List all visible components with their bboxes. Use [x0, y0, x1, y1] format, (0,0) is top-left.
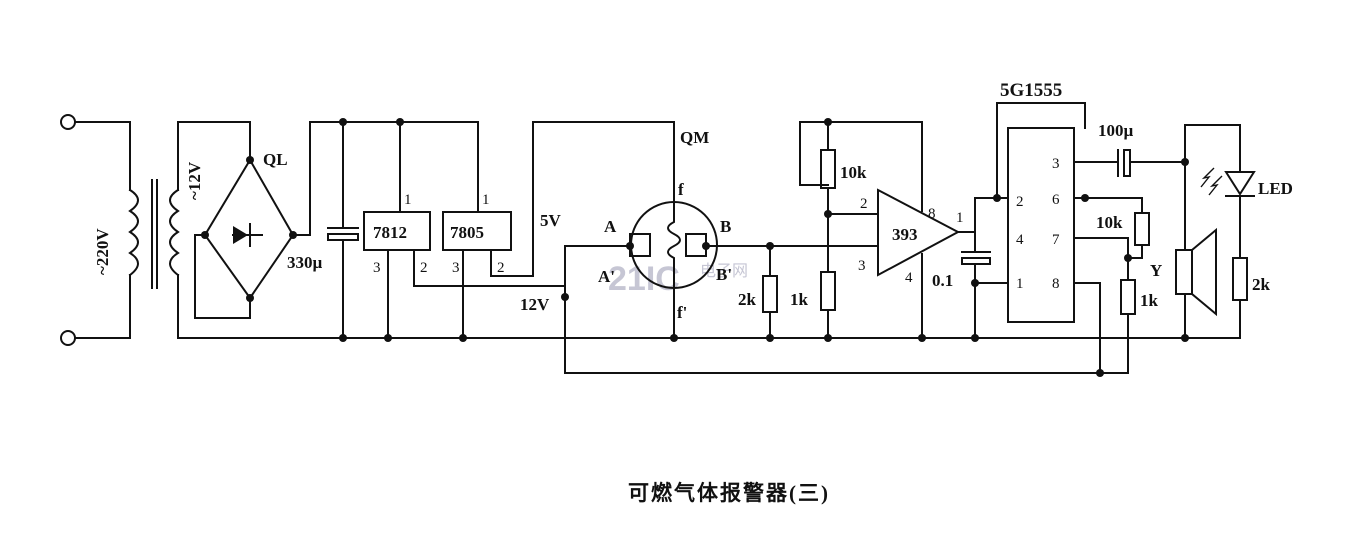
timer-pin-7: 7 — [1052, 232, 1060, 248]
sensor-f: f — [678, 180, 684, 199]
timer-555: 5G1555 2 4 1 3 6 7 8 100µ 10k 1k — [957, 80, 1186, 374]
timer-pin-3: 3 — [1052, 156, 1060, 172]
reg2-pin-out: 2 — [497, 260, 505, 276]
regulator-7812: 7812 1 3 2 — [363, 121, 566, 339]
sensor-b2: B' — [716, 265, 732, 284]
transformer: ~12V — [128, 121, 251, 339]
timer-pin-6: 6 — [1052, 192, 1060, 208]
watermark: 21IC 电子网 — [608, 260, 748, 298]
reg1-pin-gnd: 3 — [373, 260, 381, 276]
regulator-7805: 7805 1 3 2 5V 12V — [442, 121, 675, 339]
r-timer-a-label: 10k — [1096, 213, 1123, 232]
speaker-body — [1175, 249, 1193, 295]
speaker-cone — [1191, 227, 1217, 317]
sensor-a2: A' — [598, 267, 615, 286]
timer-pin-1: 1 — [1016, 276, 1024, 292]
reg1-pin-out: 2 — [420, 260, 428, 276]
cmp-pin-8: 8 — [928, 206, 936, 222]
reg2-label: 7805 — [450, 223, 484, 242]
comparator-label: 393 — [892, 225, 918, 244]
r-div-low-label: 1k — [790, 290, 809, 309]
v12-label: 12V — [520, 295, 550, 314]
bridge-rectifier: QL — [194, 121, 311, 319]
filter-cap-label: 330µ — [287, 253, 323, 272]
cmp-pin-1: 1 — [956, 210, 964, 226]
cap-timing-label: 0.1 — [932, 271, 953, 290]
reg1-label: 7812 — [373, 223, 407, 242]
watermark-brand: 21IC — [608, 260, 680, 298]
timer-pin-8: 8 — [1052, 276, 1060, 292]
r-led-label: 2k — [1252, 275, 1271, 294]
reg2-pin-gnd: 3 — [452, 260, 460, 276]
sensor-a: A — [604, 217, 617, 236]
led-symbol — [1224, 171, 1256, 196]
r-timer-b-label: 1k — [1140, 291, 1159, 310]
output-stage: Y LED 2k — [1150, 124, 1293, 339]
terminal-bottom — [60, 330, 76, 346]
sensor-label: QM — [680, 128, 709, 147]
mains-input: ~220V — [60, 114, 131, 346]
v5-label: 5V — [540, 211, 562, 230]
timer-pin-4: 4 — [1016, 232, 1024, 248]
timer-pin-2: 2 — [1016, 194, 1024, 210]
sensor-f2: f' — [677, 303, 687, 322]
r-div-high-label: 10k — [840, 163, 867, 182]
rectifier-label: QL — [263, 150, 288, 169]
diagram-title: 可燃气体报警器(三) — [628, 481, 830, 505]
r-load-label: 2k — [738, 290, 757, 309]
reg2-pin-in: 1 — [482, 192, 490, 208]
comparator-393: 393 2 3 8 4 1 — [827, 121, 976, 339]
reg1-pin-in: 1 — [404, 192, 412, 208]
cmp-pin-3: 3 — [858, 258, 866, 274]
terminal-top — [60, 114, 76, 130]
speaker-label: Y — [1150, 261, 1162, 280]
sensor-b: B — [720, 217, 731, 236]
mains-label: ~220V — [93, 228, 112, 275]
resistor-network: 2k 10k 1k — [738, 118, 923, 339]
timing-capacitor: 0.1 — [932, 197, 1009, 339]
cmp-pin-2: 2 — [860, 196, 868, 212]
cmp-pin-4: 4 — [905, 270, 913, 286]
led-label: LED — [1258, 179, 1293, 198]
gas-sensor: QM f f' A A' B B' — [564, 121, 829, 374]
filter-capacitor: 330µ — [287, 121, 359, 339]
secondary-label: ~12V — [185, 161, 204, 200]
cap-out-label: 100µ — [1098, 121, 1134, 140]
timer-label: 5G1555 — [1000, 80, 1062, 101]
